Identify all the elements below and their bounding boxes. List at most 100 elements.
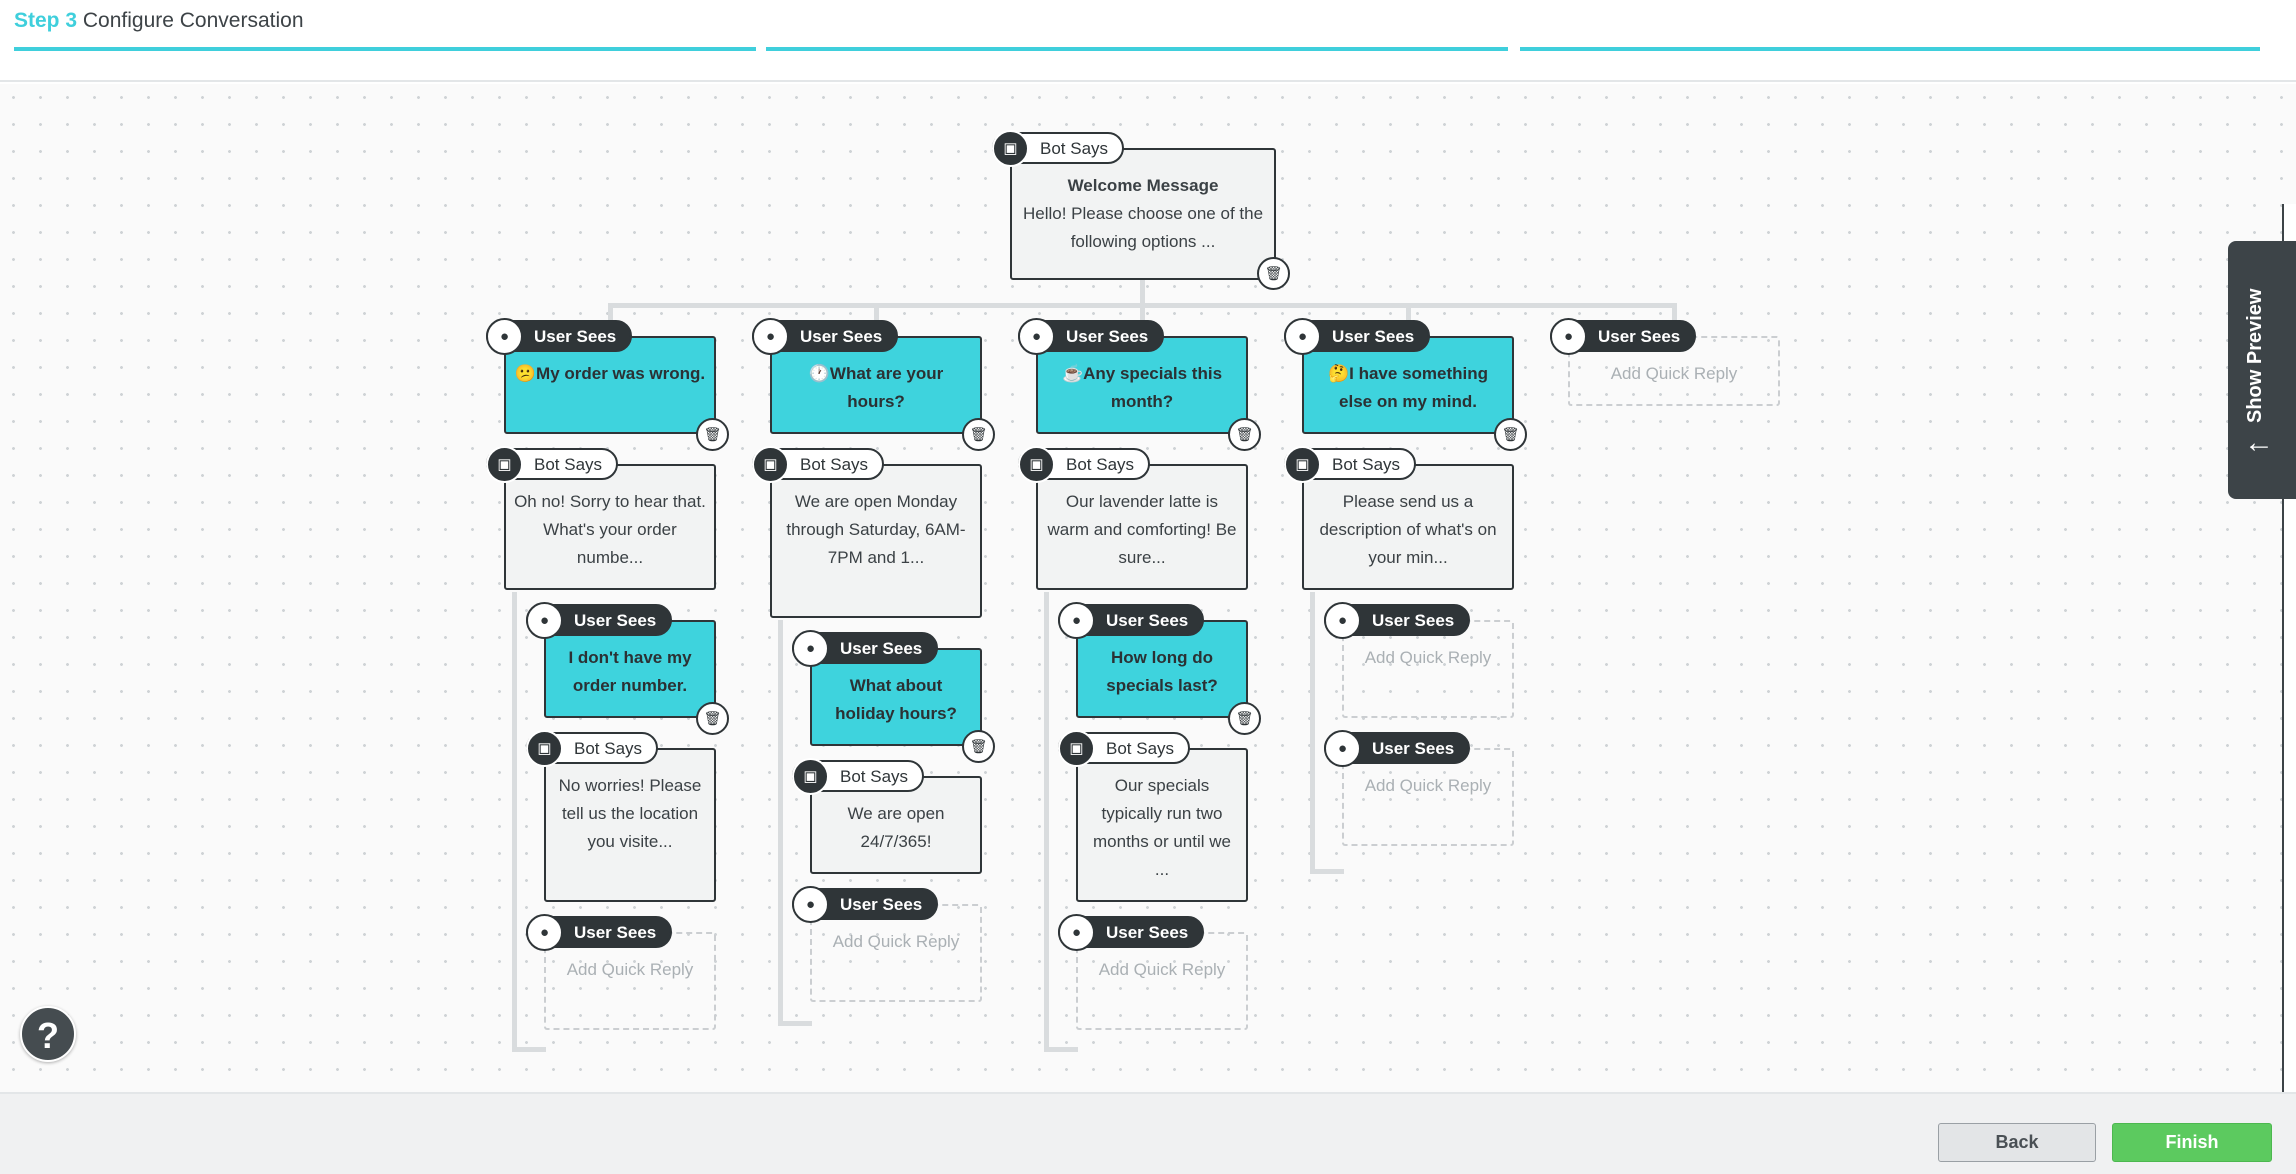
user-sees-badge: ● User Sees [792, 630, 939, 667]
branch-drop-5 [1672, 303, 1677, 329]
trash-icon: 🗑 [1264, 265, 1283, 281]
bot-message-card[interactable]: Please send us a description of what's o… [1302, 464, 1514, 590]
step-number: Step 3 [14, 9, 78, 32]
robot-icon: ▣ [526, 730, 563, 767]
spine-1-foot [512, 1047, 546, 1052]
delete-reply-button[interactable]: 🗑 [1494, 418, 1527, 451]
root-connector [1140, 280, 1145, 304]
user-icon: ● [1058, 602, 1095, 639]
user-sees-badge: ● User Sees [1058, 602, 1205, 639]
trash-icon: 🗑 [1501, 426, 1520, 442]
spine-2 [778, 620, 783, 1026]
spine-2-foot [778, 1021, 812, 1026]
user-sees-badge: ● User Sees [1058, 914, 1205, 951]
step-name: Configure Conversation [82, 9, 304, 32]
bot-says-badge: ▣ Bot Says [1018, 446, 1151, 483]
trash-icon: 🗑 [703, 426, 722, 442]
bot-message-card[interactable]: Oh no! Sorry to hear that. What's your o… [504, 464, 716, 590]
help-button[interactable]: ? [20, 1006, 76, 1062]
user-sees-badge: ● User Sees [526, 914, 673, 951]
quick-reply-card[interactable]: How long do specials last? [1076, 620, 1248, 718]
progress-segment-1 [14, 47, 756, 51]
delete-welcome-button[interactable]: 🗑 [1257, 257, 1290, 290]
bot-message-card[interactable]: No worries! Please tell us the location … [544, 748, 716, 902]
bot-says-badge: ▣ Bot Says [526, 730, 659, 767]
robot-icon: ▣ [1284, 446, 1321, 483]
bot-says-badge: ▣ Bot Says [1284, 446, 1417, 483]
welcome-message-card[interactable]: Welcome Message Hello! Please choose one… [1010, 148, 1276, 280]
user-icon: ● [1018, 318, 1055, 355]
arrow-left-icon: ← [2244, 426, 2274, 459]
trash-icon: 🗑 [1235, 426, 1254, 442]
back-button[interactable]: Back [1938, 1123, 2096, 1162]
user-sees-badge: ● User Sees [1550, 318, 1697, 355]
trash-icon: 🗑 [969, 426, 988, 442]
bot-message-card[interactable]: Our specials typically run two months or… [1076, 748, 1248, 902]
bot-says-badge: ▣ Bot Says [486, 446, 619, 483]
delete-reply-button[interactable]: 🗑 [962, 418, 995, 451]
wizard-footer: Back Finish [0, 1092, 2296, 1174]
branch-drop-4 [1406, 303, 1411, 329]
user-icon: ● [486, 318, 523, 355]
spine-3 [1044, 592, 1049, 1052]
user-icon: ● [1284, 318, 1321, 355]
user-icon: ● [792, 630, 829, 667]
user-sees-badge: ● User Sees [752, 318, 899, 355]
delete-reply-button[interactable]: 🗑 [1228, 702, 1261, 735]
conversation-canvas[interactable]: Welcome Message Hello! Please choose one… [0, 84, 2296, 1092]
show-preview-label: Show Preview [2244, 288, 2266, 424]
quick-reply-card[interactable]: What about holiday hours? [810, 648, 982, 746]
user-sees-badge: ● User Sees [526, 602, 673, 639]
spine-3-foot [1044, 1047, 1078, 1052]
progress-segment-2 [766, 47, 1508, 51]
spine-4-foot [1310, 869, 1344, 874]
user-sees-badge: ● User Sees [1324, 602, 1471, 639]
user-icon: ● [752, 318, 789, 355]
bot-message-card[interactable]: We are open 24/7/365! [810, 776, 982, 874]
quick-reply-card[interactable]: 🤔I have something else on my mind. [1302, 336, 1514, 434]
trash-icon: 🗑 [969, 738, 988, 754]
quick-reply-card[interactable]: ☕Any specials this month? [1036, 336, 1248, 434]
delete-reply-button[interactable]: 🗑 [1228, 418, 1261, 451]
bot-says-badge: ▣ Bot Says [752, 446, 885, 483]
welcome-text: Hello! Please choose one of the followin… [1022, 204, 1264, 251]
user-sees-badge: ● User Sees [1018, 318, 1165, 355]
bot-message-card[interactable]: Our lavender latte is warm and comfortin… [1036, 464, 1248, 590]
robot-icon: ▣ [486, 446, 523, 483]
trash-icon: 🗑 [703, 710, 722, 726]
delete-reply-button[interactable]: 🗑 [962, 730, 995, 763]
user-icon: ● [792, 886, 829, 923]
user-icon: ● [1058, 914, 1095, 951]
robot-icon: ▣ [992, 130, 1029, 167]
robot-icon: ▣ [792, 758, 829, 795]
user-icon: ● [526, 602, 563, 639]
bot-says-badge: ▣ Bot Says [992, 130, 1125, 167]
user-sees-badge: ● User Sees [792, 886, 939, 923]
welcome-title: Welcome Message [1067, 176, 1219, 195]
robot-icon: ▣ [752, 446, 789, 483]
show-preview-tab[interactable]: Show Preview ← [2228, 241, 2296, 499]
trash-icon: 🗑 [1235, 710, 1254, 726]
robot-icon: ▣ [1018, 446, 1055, 483]
user-icon: ● [1324, 730, 1361, 767]
branch-drop-3 [1140, 303, 1145, 329]
user-icon: ● [526, 914, 563, 951]
progress-segment-3 [1520, 47, 2260, 51]
delete-reply-button[interactable]: 🗑 [696, 702, 729, 735]
user-sees-badge: ● User Sees [486, 318, 633, 355]
user-icon: ● [1324, 602, 1361, 639]
finish-button[interactable]: Finish [2112, 1123, 2272, 1162]
user-sees-badge: ● User Sees [1284, 318, 1431, 355]
user-sees-badge: ● User Sees [1324, 730, 1471, 767]
robot-icon: ▣ [1058, 730, 1095, 767]
bot-says-badge: ▣ Bot Says [1058, 730, 1191, 767]
bot-message-card[interactable]: We are open Monday through Saturday, 6AM… [770, 464, 982, 618]
delete-reply-button[interactable]: 🗑 [696, 418, 729, 451]
spine-1 [512, 592, 517, 1052]
branch-drop-1 [608, 303, 613, 329]
wizard-header: Step 3 Configure Conversation [0, 0, 2296, 82]
branch-drop-2 [874, 303, 879, 329]
spine-4 [1310, 592, 1315, 874]
bot-says-badge: ▣ Bot Says [792, 758, 925, 795]
step-title: Step 3 Configure Conversation [14, 9, 304, 33]
